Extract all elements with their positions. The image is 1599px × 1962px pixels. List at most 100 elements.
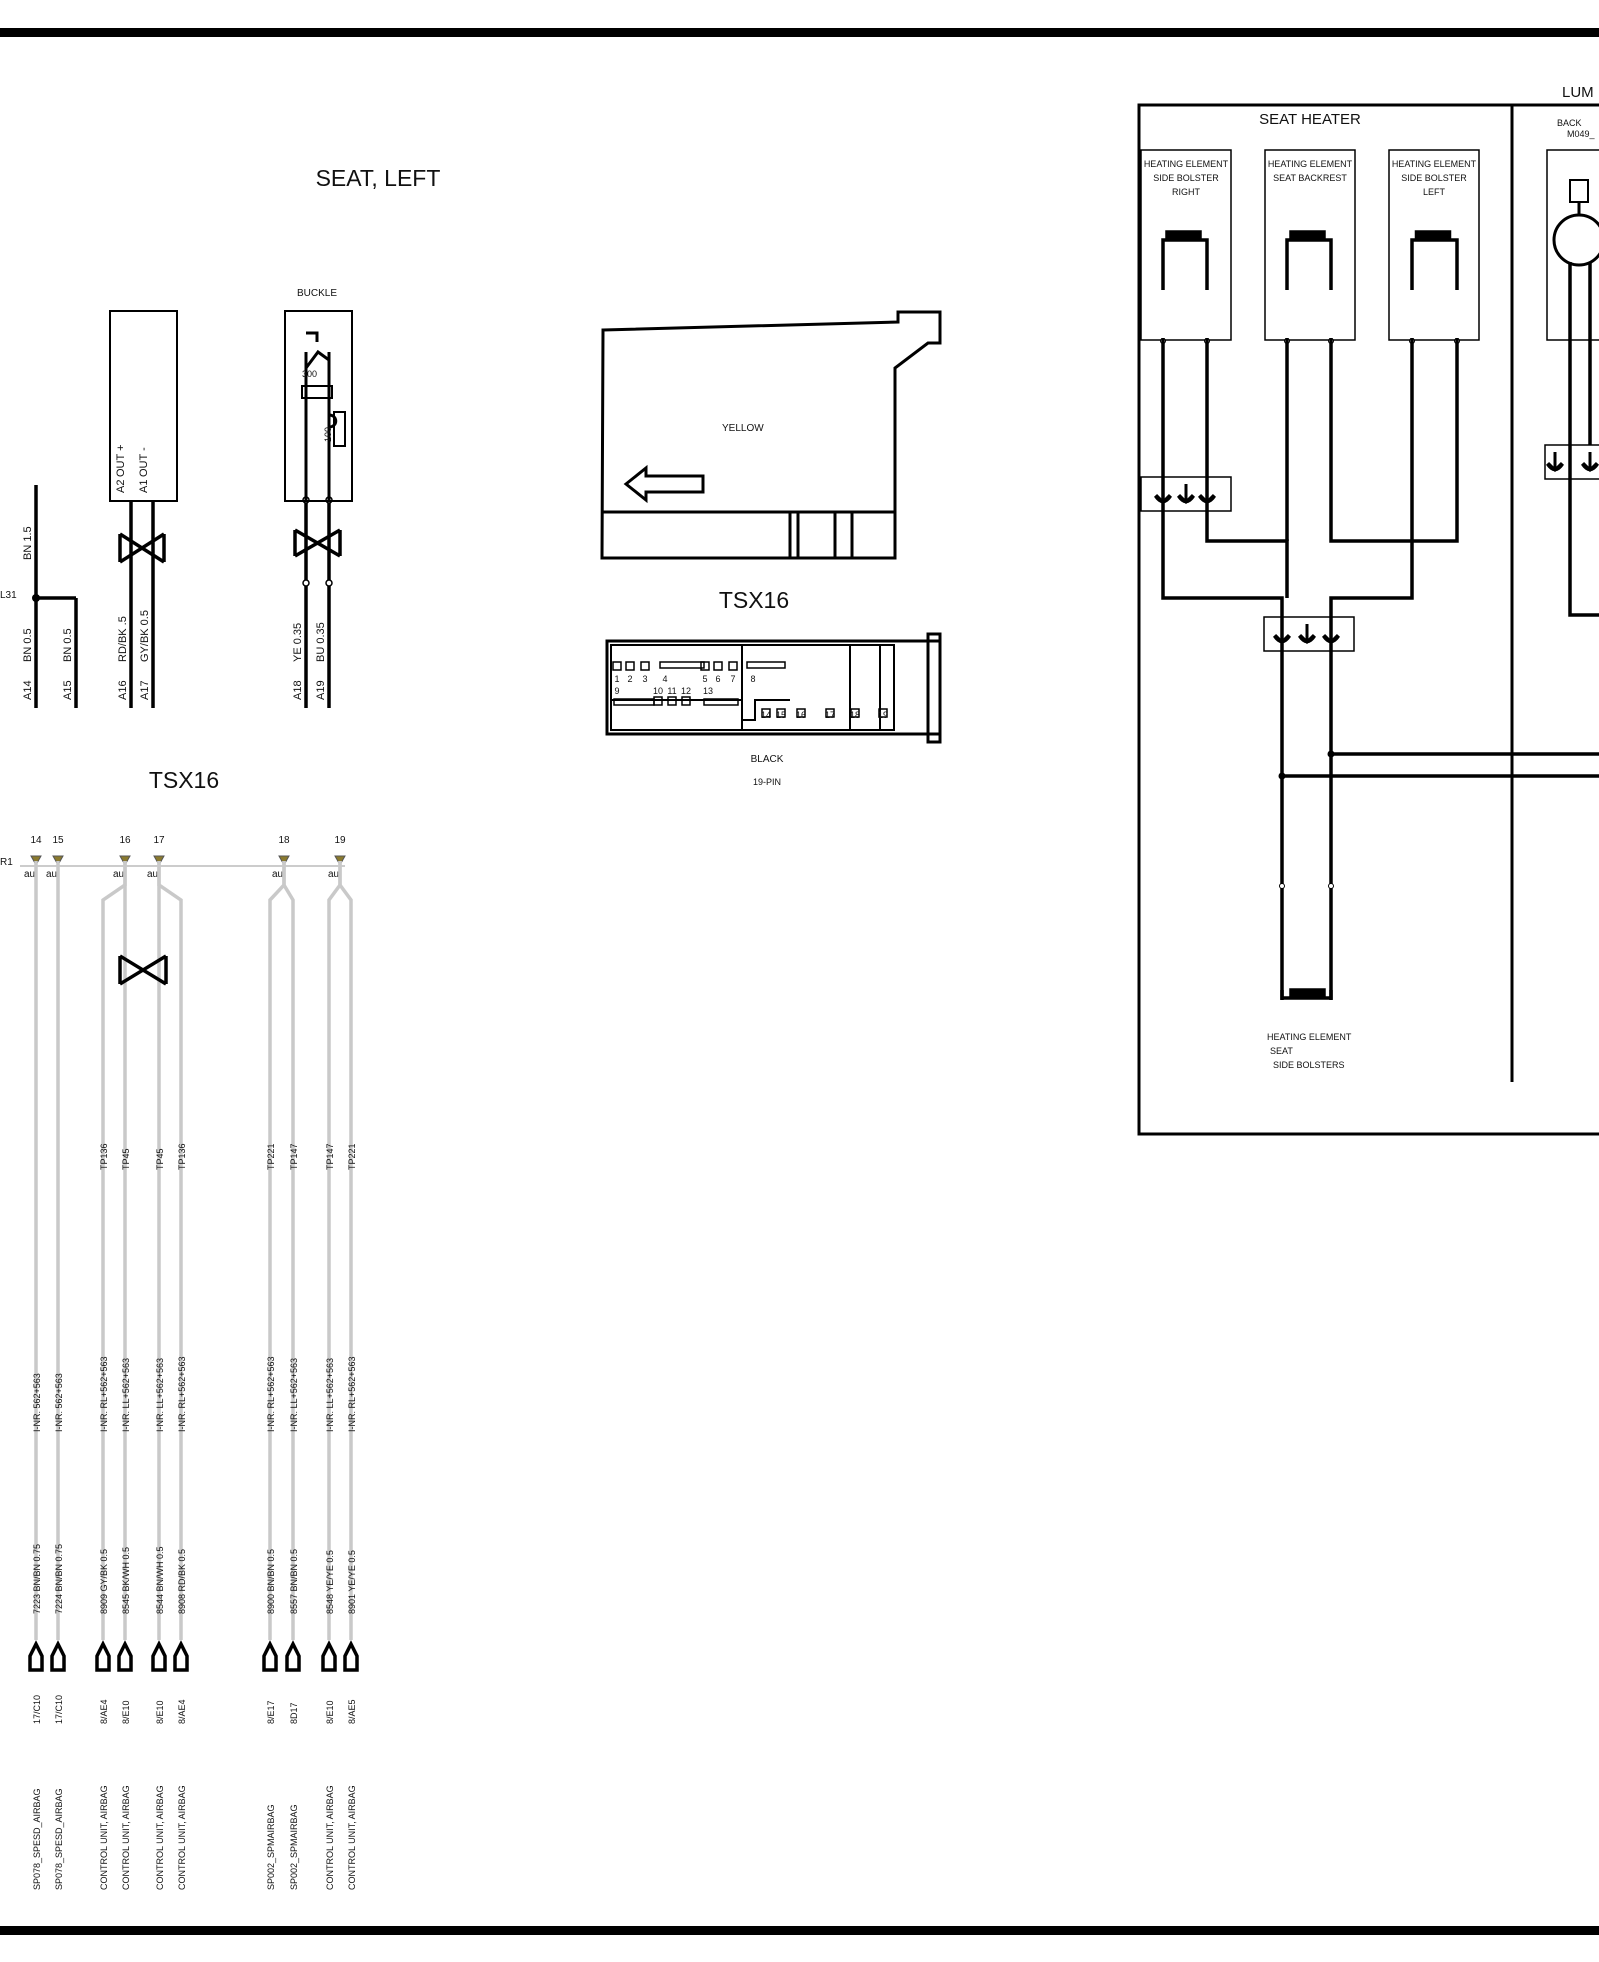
wire-id-label: 8545 BK/WH 0.5 [121,1547,131,1614]
component-pin-label: A2 [115,480,127,493]
face-pin-number: 11 [667,686,676,696]
wire-id-label: 8557 BN/BN 0.5 [289,1549,299,1614]
pin-label: A17 [139,680,151,700]
wire-end-terminal-icon [95,1640,111,1672]
face-pin-number: 18 [850,710,860,720]
face-pin-number: 9 [614,686,619,696]
connector-pin-number: 16 [119,835,131,846]
testpoint-label: TP45 [121,1148,131,1170]
net-label: I-NR. LL+562+563 [325,1358,335,1432]
heating-element-label: HEATING ELEMENT [1267,1032,1352,1042]
location-label: 8/AE5 [347,1699,357,1724]
location-label: 8/AE4 [99,1699,109,1724]
lumbar-motor-label: M049_ [1567,129,1596,139]
heating-element-label: SEAT [1270,1046,1293,1056]
buckle-title: BUCKLE [297,288,337,299]
upper-connector-wiring: L31 BN 1.5 BN 0.5 BN 0.5 RD/BK .5 GY/BK … [0,485,342,708]
face-pin-number: 14 [761,710,771,720]
heater-connector [1140,476,1232,512]
pin-label: A15 [62,680,74,700]
heating-coil-icon [1280,988,1333,1000]
component-out-label: OUT - [138,447,150,477]
splice-label: L31 [0,590,17,601]
page-title: SEAT, LEFT [316,165,441,191]
wire [338,861,353,1640]
face-pin-cavity [653,696,663,706]
splice-dot [32,594,40,602]
component-out-label: OUT + [115,444,127,477]
face-pin-cavity [700,661,710,671]
terminal-cup-icon [1197,495,1217,504]
face-pin-number: 13 [703,686,713,696]
destination-label: CONTROL UNIT, AIRBAG [325,1785,335,1890]
testpoint-label: TP147 [289,1143,299,1170]
face-pin-number: 7 [730,674,735,684]
wire-label: YE 0.35 [292,623,304,662]
twisted-pair-symbol [293,528,342,558]
net-label: I-NR. RL+562+563 [266,1356,276,1432]
wire-end-terminal-icon [262,1640,278,1672]
heating-element-label: SIDE BOLSTER [1401,173,1467,183]
heating-element-label: LEFT [1423,187,1446,197]
face-pin-cavity [713,661,723,671]
twisted-pair-symbol [118,954,168,986]
net-label: I-NR. 562+563 [54,1373,64,1432]
wire-id-label: 8909 GY/BK 0.5 [99,1549,109,1614]
face-pin-number: 15 [776,710,786,720]
net-label: I-NR. RL+562+563 [99,1356,109,1432]
pin-label: A14 [22,680,34,700]
face-pin-cavity [612,661,622,671]
location-label: 8/E10 [325,1700,335,1724]
connector-pin-number: 19 [334,835,346,846]
face-pin-cavity [728,661,738,671]
heating-coil-icon [1285,230,1333,290]
terminal-plating: au [272,869,283,880]
heater-connector [1263,616,1355,652]
heating-element-label: RIGHT [1172,187,1201,197]
feed-wire-label: BN 1.5 [22,526,34,560]
lumbar-motor [1546,149,1599,617]
connector-pin-number: 14 [30,835,42,846]
resistor-value: 100 [323,427,333,442]
terminal-icon [334,855,346,867]
connector-pins-group [1153,452,1599,645]
destination-label: SP002_SPMAIRBAG [266,1804,276,1890]
housing-color-label: YELLOW [722,423,764,434]
testpoint-label: TP136 [177,1143,187,1170]
terminal-cup-icon [1272,635,1292,644]
lumbar-title: LUM [1562,84,1594,101]
face-pin-number: 2 [627,674,632,684]
heating-element-label: SIDE BOLSTER [1153,173,1219,183]
terminal-plating: au [328,869,339,880]
top-border [0,28,1599,37]
wire-end-terminal-icon [343,1640,359,1672]
wire [157,861,183,1640]
destination-label: SP078_SPESD_AIRBAG [54,1788,64,1890]
face-pin-cavity [681,696,691,706]
face-pin-cavity [746,661,786,669]
destination-label: SP078_SPESD_AIRBAG [32,1788,42,1890]
destination-label: CONTROL UNIT, AIRBAG [155,1785,165,1890]
face-pin-cavity [625,661,635,671]
face-pin-cavity [796,708,806,718]
terminal-cup-icon [1321,635,1341,644]
face-pin-cavity [850,708,860,718]
wire-id-label: 8908 RD/BK 0.5 [177,1549,187,1614]
face-pin-number: 4 [662,674,667,684]
terminal-plating: au [147,869,158,880]
wire-id-label: 7224 BN/BN 0.75 [54,1544,64,1614]
wire-label: RD/BK .5 [117,616,129,662]
connector-pin-number: 15 [52,835,64,846]
net-label: I-NR. LL+562+563 [155,1358,165,1432]
location-label: 8D17 [289,1702,299,1724]
pin-count-label: 19-PIN [753,777,781,787]
terminal-icon [153,855,165,867]
wire-id-label: 8901 YE/YE 0.5 [347,1550,357,1614]
destination-label: CONTROL UNIT, AIRBAG [121,1785,131,1890]
terminal-cup-icon [1153,495,1173,504]
resistor-icon [333,411,346,447]
terminal-icon [52,855,64,867]
